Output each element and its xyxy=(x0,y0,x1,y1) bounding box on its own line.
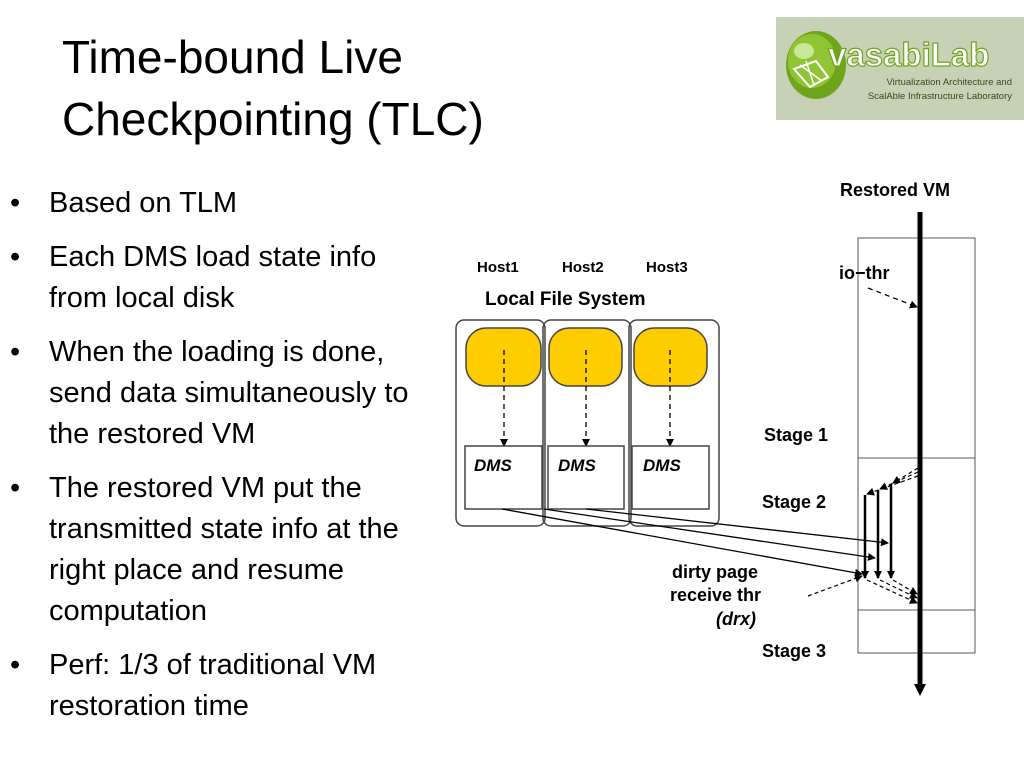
local-fs-label: Local File System xyxy=(485,289,646,310)
dms-box-1 xyxy=(464,445,543,510)
wasabi-icon xyxy=(786,31,846,99)
stage3-label: Stage 3 xyxy=(762,641,826,661)
dms-box-2 xyxy=(547,445,625,510)
bullet-item: The restored VM put the transmitted stat… xyxy=(0,468,440,632)
slide-title: Time-bound Live Checkpointing (TLC) xyxy=(62,26,702,150)
restored-vm-label: Restored VM xyxy=(840,180,950,200)
title-line-1: Time-bound Live xyxy=(62,31,403,83)
disk-2 xyxy=(548,327,623,387)
logo-name: vasabiLab xyxy=(828,36,989,73)
host1-box xyxy=(455,319,546,527)
title-line-2: Checkpointing (TLC) xyxy=(62,93,484,145)
stage2-label: Stage 2 xyxy=(762,492,826,512)
bullet-item: Based on TLM xyxy=(0,183,440,224)
bullet-item: Each DMS load state info from local disk xyxy=(0,237,379,319)
drx-label: (drx) xyxy=(716,609,756,629)
stage1-label: Stage 1 xyxy=(764,425,828,445)
host2-label: Host2 xyxy=(562,259,604,276)
vasabilab-logo: vasabiLab Virtualization Architecture an… xyxy=(776,17,1024,120)
vm-box xyxy=(857,237,976,654)
host2-box xyxy=(542,319,632,527)
dirty-page-label-2: receive thr xyxy=(670,585,761,605)
dms-label-3: DMS xyxy=(643,456,681,475)
disk-1 xyxy=(465,327,542,387)
bullet-item: When the loading is done, send data simu… xyxy=(0,332,409,455)
bullet-item: Perf: 1/3 of traditional VM restoration … xyxy=(0,645,429,727)
logo-subtitle-2: ScalAble Infrastructure Laboratory xyxy=(868,91,1012,102)
host3-label: Host3 xyxy=(646,259,688,276)
io-thr-label: io−thr xyxy=(839,263,890,283)
bullet-list: Based on TLM Each DMS load state info fr… xyxy=(0,183,440,740)
dirty-page-label-1: dirty page xyxy=(672,562,758,582)
dms-label-1: DMS xyxy=(474,456,512,475)
disk-3 xyxy=(633,327,708,387)
dms-label-2: DMS xyxy=(558,456,596,475)
dms-box-3 xyxy=(631,445,710,510)
logo-subtitle-1: Virtualization Architecture and xyxy=(886,77,1012,88)
host1-label: Host1 xyxy=(477,259,519,276)
host3-box xyxy=(628,319,720,527)
